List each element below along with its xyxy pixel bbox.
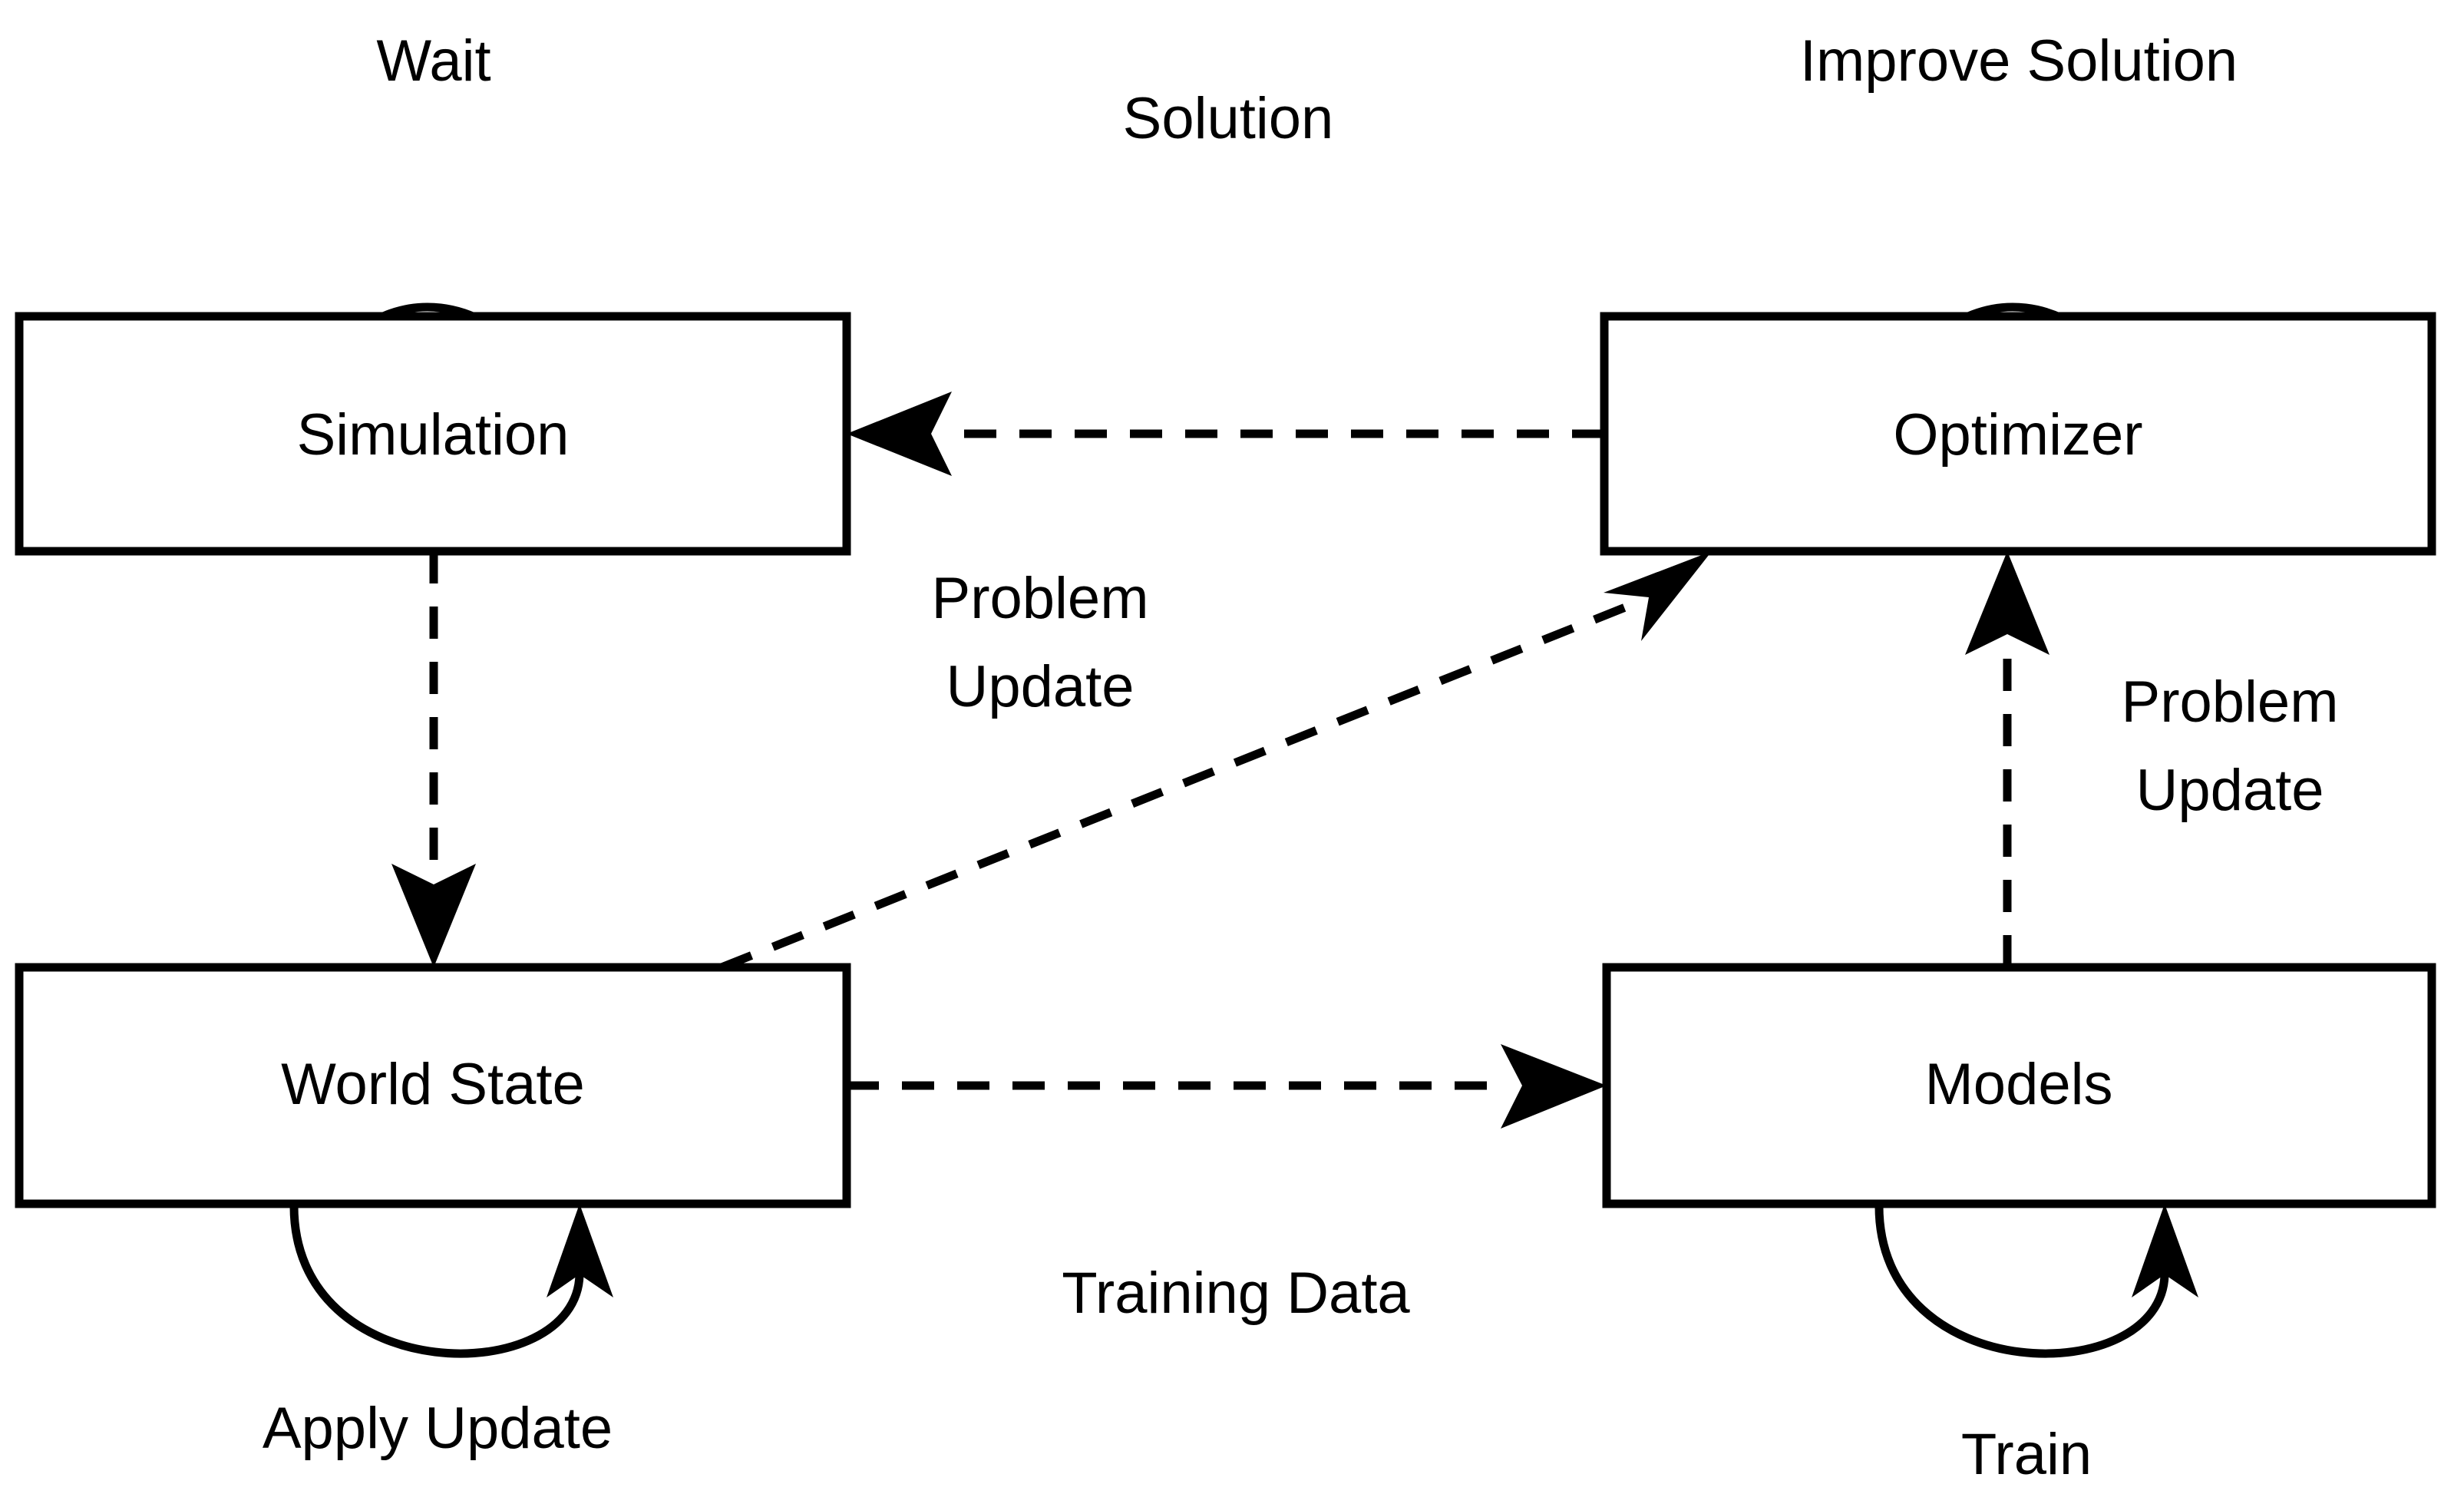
solution-arrowhead [847,392,952,476]
world-state-label: World State [281,1052,585,1117]
svg-text:Problem: Problem [2122,669,2339,735]
train-arrowhead [2132,1204,2198,1297]
apply-update-loop-arc [289,1203,584,1358]
models-box[interactable] [1602,963,2436,1208]
problem-update-vertical-arrowhead [1965,551,2049,655]
self-loop-train [1874,1203,2198,1358]
train-loop-arc [1874,1203,2169,1358]
edge-problem-update-from-world-state [719,551,1712,972]
self-loop-label-wait: Wait [376,28,490,94]
simulation-label: Simulation [297,402,570,468]
self-loop-label-improve-solution: Improve Solution [1800,28,2238,94]
edge-label-problem-update-vertical: Problem Update [2122,669,2339,823]
svg-text:Update: Update [946,654,1134,719]
edge-problem-update-from-models [1965,551,2049,967]
training-data-arrowhead [1501,1044,1607,1129]
optimizer-label: Optimizer [1893,402,2142,468]
apply-update-arrowhead [547,1204,613,1297]
node-world-state[interactable]: World State [15,963,851,1208]
edge-label-training-data: Training Data [1062,1261,1410,1326]
models-label: Models [1925,1052,2113,1117]
self-loop-label-apply-update: Apply Update [263,1396,613,1461]
self-loop-apply-update [289,1203,613,1358]
edge-label-problem-update-diagonal: Problem Update [932,566,1149,719]
node-optimizer[interactable]: Optimizer [1600,312,2436,556]
problem-update-diagonal-line [719,602,1630,972]
problem-update-diagonal-arrowhead [1604,551,1712,641]
svg-text:Update: Update [2135,758,2324,823]
production-events-arrowhead [391,864,476,967]
simulation-box[interactable] [15,312,851,556]
svg-text:Problem: Problem [932,566,1149,631]
edge-training-data [847,1044,1607,1129]
edge-production-events [391,551,476,967]
node-models[interactable]: Models [1602,963,2436,1208]
edge-label-solution: Solution [1123,86,1334,151]
edge-solution [847,392,1604,476]
world-state-box[interactable] [15,963,851,1208]
node-simulation[interactable]: Simulation [15,312,851,556]
optimizer-box[interactable] [1600,312,2436,556]
self-loop-label-train: Train [1961,1422,2092,1487]
